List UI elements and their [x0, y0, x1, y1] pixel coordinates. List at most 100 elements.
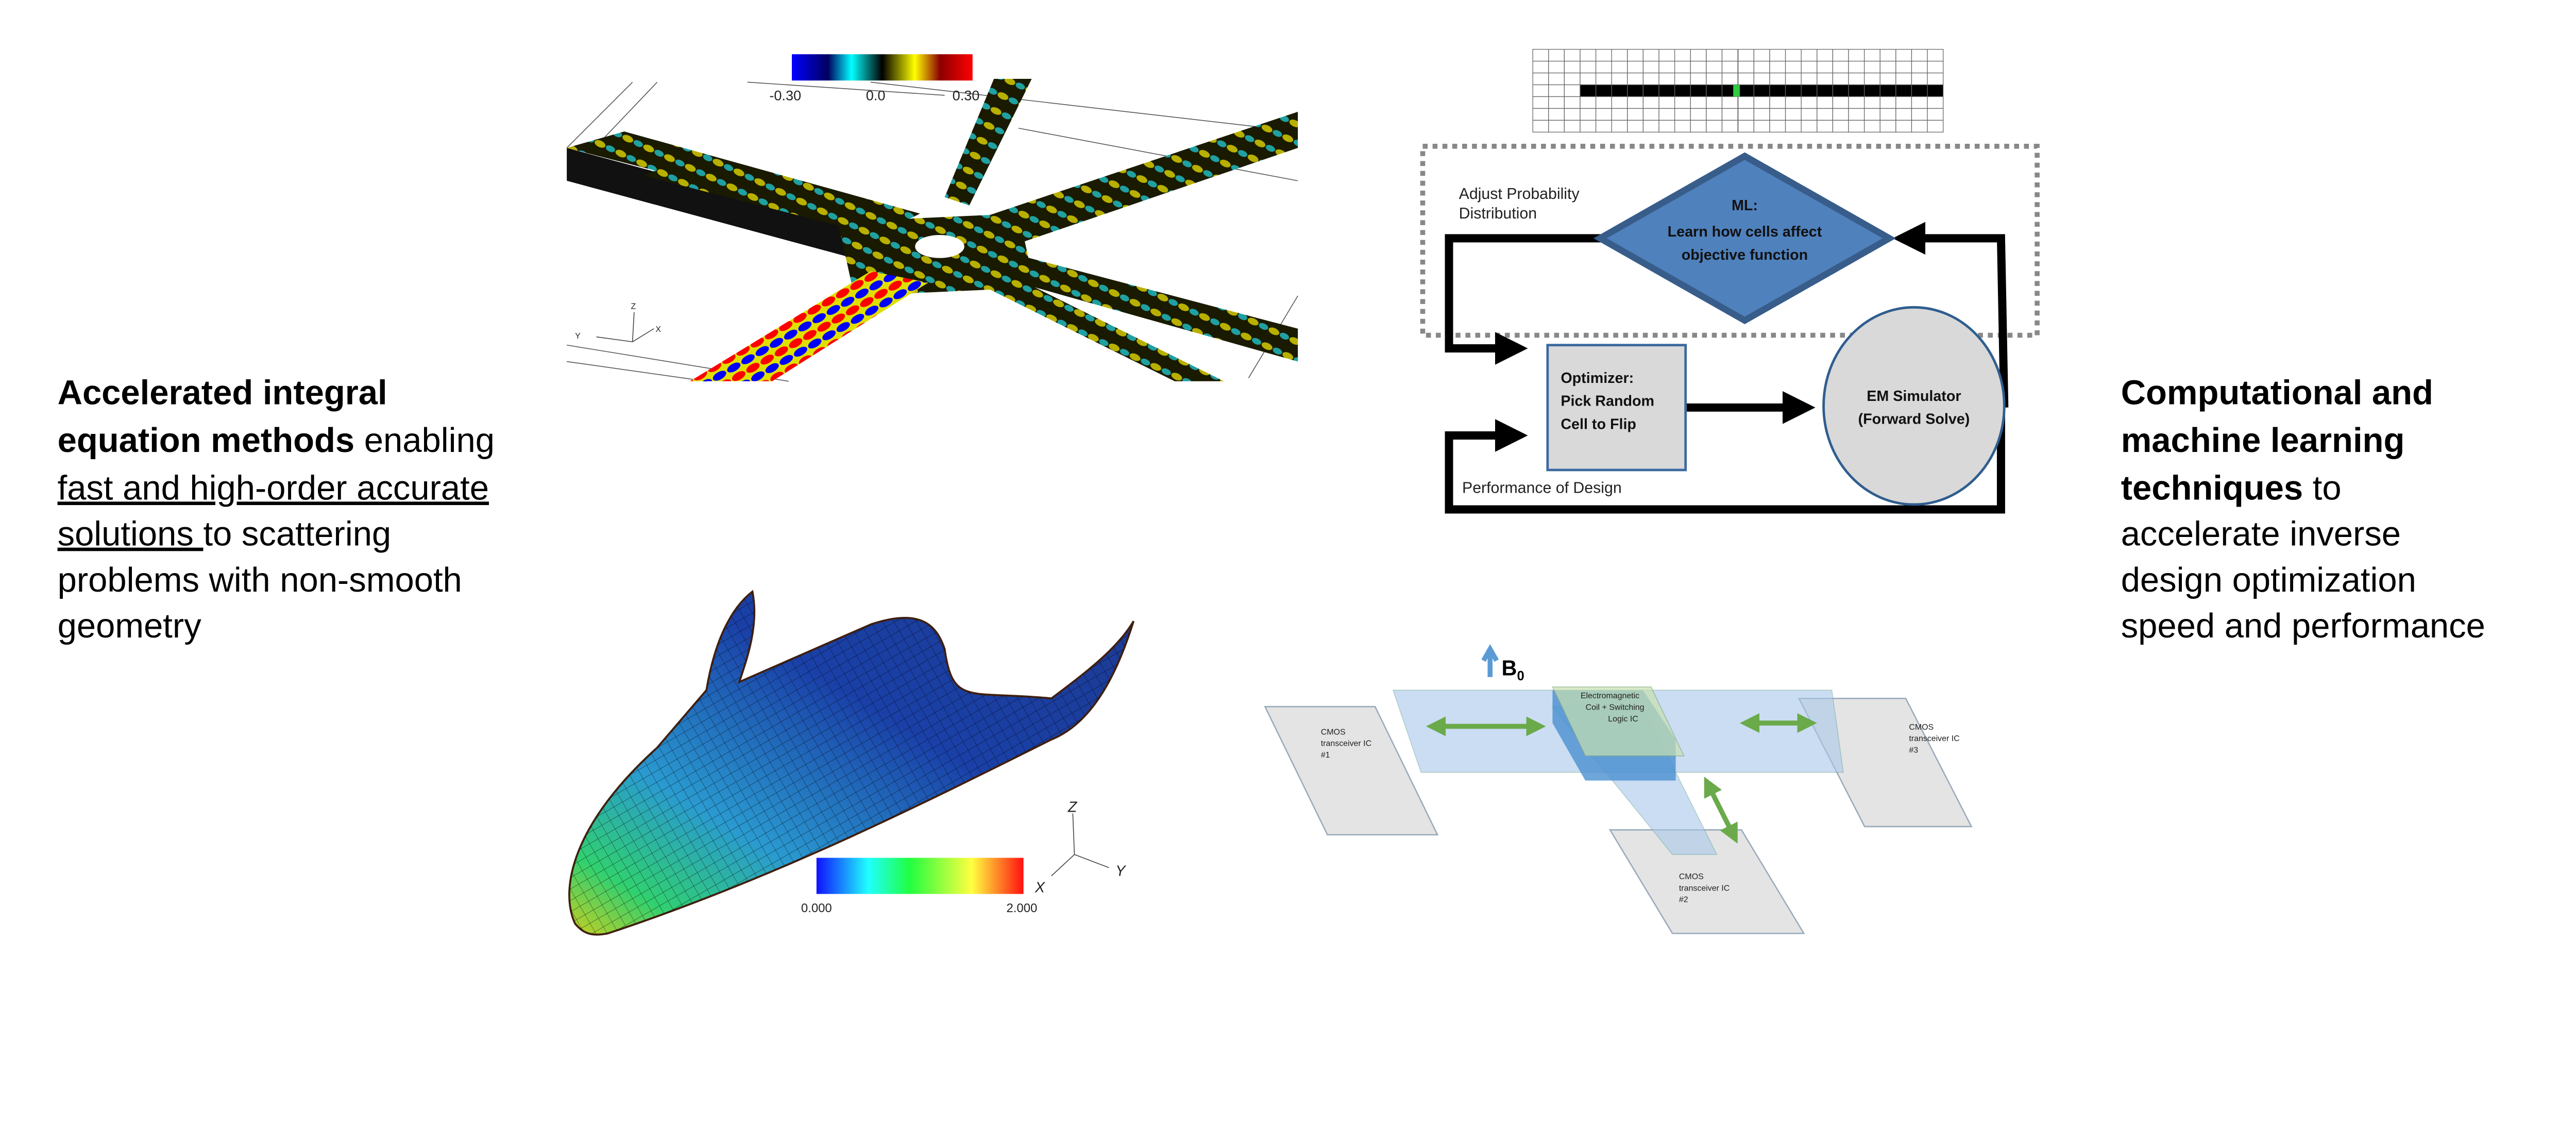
grid-cell	[1848, 72, 1865, 86]
grid-cell	[1753, 60, 1770, 74]
grid-cell	[1548, 120, 1565, 133]
grid-cell	[1769, 108, 1786, 121]
grid-cell	[1532, 84, 1549, 97]
ml-line-1: Learn how cells affect	[1668, 224, 1822, 240]
svg-text:#2: #2	[1679, 896, 1688, 904]
right-line-5: design optimization	[2121, 561, 2416, 599]
grid-cell	[1642, 120, 1659, 133]
grid-cell	[1674, 49, 1691, 62]
grid-cell	[1895, 60, 1912, 74]
axis-label-y: Y	[575, 332, 581, 341]
spaceplane-simulation-figure: 0.000 2.000 Z Y X	[568, 590, 1135, 936]
grid-cell	[1627, 72, 1644, 86]
grid-cell	[1721, 120, 1738, 133]
grid-cell	[1611, 96, 1628, 109]
grid-cell	[1911, 72, 1928, 86]
grid-cell	[1769, 120, 1786, 133]
grid-cell	[1674, 72, 1691, 86]
axis-triad: Z Y X	[575, 302, 661, 343]
grid-cell	[1595, 108, 1612, 121]
grid-cell	[1927, 72, 1944, 86]
grid-cell	[1817, 84, 1834, 97]
optimization-flowchart: Adjust Probability Distribution ML: Lear…	[1420, 144, 2040, 514]
grid-cell	[1706, 72, 1723, 86]
grid-cell	[1611, 49, 1628, 62]
axis-label-x: X	[655, 325, 661, 334]
grid-cell	[1911, 108, 1928, 121]
cmos-ic-3-plate	[1798, 697, 1973, 828]
adjust-label-1: Adjust Probability	[1459, 186, 1580, 203]
grid-cell	[1564, 49, 1581, 62]
flipped-cell	[1733, 85, 1740, 97]
grid-cell	[1674, 84, 1691, 97]
grid-cell	[1738, 84, 1754, 97]
grid-cell	[1642, 60, 1659, 74]
grid-cell	[1690, 49, 1707, 62]
field-arrow-icon	[1481, 644, 1499, 677]
grid-cell	[1580, 120, 1597, 133]
grid-cell	[1532, 49, 1549, 62]
grid-cell	[1879, 60, 1896, 74]
grid-cell	[1879, 120, 1896, 133]
grid-cell	[1706, 60, 1723, 74]
grid-cell	[1690, 72, 1707, 86]
pressure-colorbar	[816, 858, 1024, 894]
grid-cell	[1564, 60, 1581, 74]
grid-cell	[1801, 60, 1818, 74]
grid-cell	[1785, 60, 1802, 74]
axis-label-z: Z	[1067, 799, 1078, 815]
grid-cell	[1642, 49, 1659, 62]
axis-label-x: X	[1035, 880, 1046, 896]
grid-cell	[1895, 49, 1912, 62]
grid-cell	[1911, 84, 1928, 97]
svg-text:transceiver IC: transceiver IC	[1679, 884, 1730, 893]
left-line-3: fast and high-order accurate	[58, 468, 489, 507]
grid-cell	[1738, 60, 1754, 74]
grid-cell	[1658, 72, 1675, 86]
grid-cell	[1721, 96, 1738, 109]
wireless-chip-diagram: B0 Electromagnetic Coil + Switching Logi…	[1264, 644, 1973, 934]
right-line-6: speed and performance	[2121, 607, 2485, 645]
svg-text:#3: #3	[1909, 746, 1918, 754]
grid-cell	[1879, 108, 1896, 121]
grid-cell	[1817, 108, 1834, 121]
grid-cell	[1611, 84, 1628, 97]
grid-cell	[1911, 49, 1928, 62]
optimizer-box	[1546, 344, 1687, 472]
grid-cell	[1690, 84, 1707, 97]
grid-cell	[1642, 72, 1659, 86]
grid-cell	[1863, 84, 1880, 97]
right-line-1: Computational and	[2121, 373, 2433, 412]
grid-cell	[1848, 120, 1865, 133]
grid-cell	[1595, 60, 1612, 74]
grid-cell	[1785, 84, 1802, 97]
grid-cell	[1548, 49, 1565, 62]
grid-cell	[1642, 84, 1659, 97]
svg-text:Logic IC: Logic IC	[1608, 715, 1638, 724]
grid-cell	[1879, 96, 1896, 109]
grid-cell	[1548, 72, 1565, 86]
grid-cell	[1595, 49, 1612, 62]
grid-cell	[1580, 96, 1597, 109]
grid-cell	[1785, 96, 1802, 109]
optimizer-line-2: Pick Random	[1561, 393, 1654, 410]
grid-cell	[1801, 120, 1818, 133]
grid-cell	[1863, 120, 1880, 133]
grid-cell	[1801, 96, 1818, 109]
grid-cell	[1753, 84, 1770, 97]
left-line-1: Accelerated integral	[58, 373, 387, 412]
flow-arrows	[1445, 222, 2009, 514]
grid-cell	[1738, 96, 1754, 109]
colorbar-label-mid: 0.0	[866, 88, 886, 104]
axis-label-z: Z	[631, 302, 636, 311]
grid-cell	[1721, 72, 1738, 86]
grid-cell	[1927, 84, 1944, 97]
grid-cell	[1911, 120, 1928, 133]
grid-cell	[1627, 96, 1644, 109]
grid-cell	[1738, 108, 1754, 121]
grid-cell	[1817, 120, 1834, 133]
grid-cell	[1863, 72, 1880, 86]
grid-cell	[1580, 60, 1597, 74]
grid-cell	[1769, 60, 1786, 74]
grid-cell	[1532, 72, 1549, 86]
